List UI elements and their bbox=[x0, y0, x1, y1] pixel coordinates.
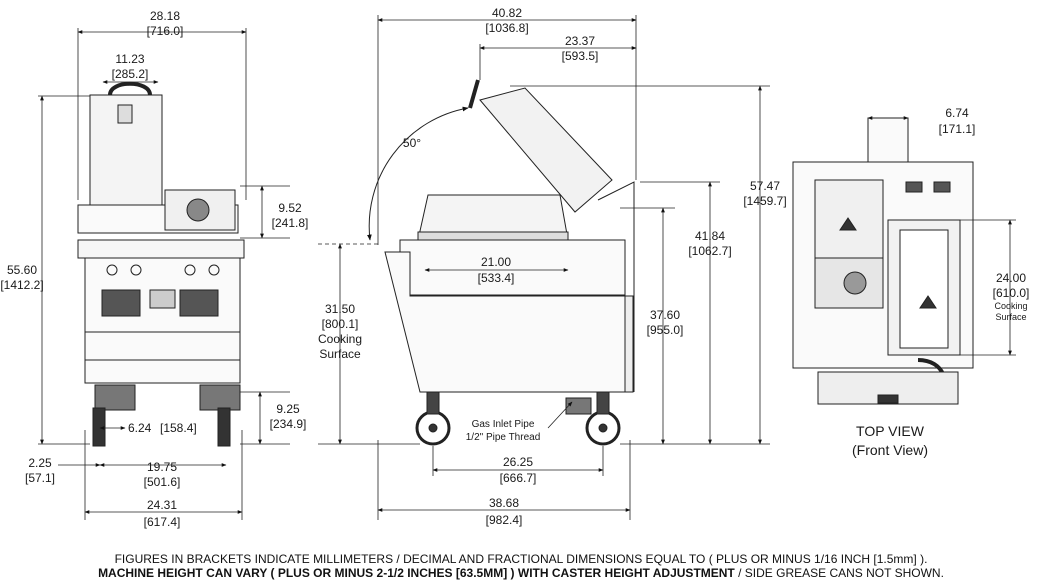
side-view bbox=[366, 79, 635, 446]
top-warning-icon bbox=[839, 217, 857, 231]
top-offset-mm: [171.1] bbox=[939, 122, 976, 136]
front-hood-width: 11.23 bbox=[115, 52, 144, 66]
front-knob-icon bbox=[184, 264, 196, 276]
front-knob-icon bbox=[130, 264, 142, 276]
side-dimension-labels: 40.82 [1036.8] 23.37 [593.5] 50° 21.00 [… bbox=[318, 6, 787, 527]
front-dimension-labels: 28.18 [716.0] 11.23 [285.2] 55.60 [1412.… bbox=[0, 9, 308, 529]
front-overall-height-mm: [1412.2] bbox=[0, 278, 43, 292]
top-cooking-label-1: Cooking bbox=[994, 301, 1027, 311]
top-view-title: TOP VIEW bbox=[856, 423, 925, 439]
side-cabinet-height-mm: [955.0] bbox=[647, 323, 684, 337]
top-offset: 6.74 bbox=[945, 106, 969, 120]
top-view bbox=[792, 117, 974, 405]
side-overall-height-mm: [1459.7] bbox=[743, 194, 786, 208]
side-base-depth: 38.68 bbox=[489, 496, 519, 510]
side-gas-label-1: Gas Inlet Pipe bbox=[472, 419, 535, 430]
side-overall-depth-mm: [1036.8] bbox=[485, 21, 528, 35]
front-overall-width: 28.18 bbox=[150, 9, 180, 23]
front-base-height-mm: [234.9] bbox=[270, 417, 307, 431]
front-base-width: 24.31 bbox=[147, 498, 177, 512]
front-caster-offset: 6.24 bbox=[128, 421, 152, 435]
front-caster-edge-mm: [57.1] bbox=[25, 471, 55, 485]
front-control-panel bbox=[84, 257, 241, 384]
footer-note-2: MACHINE HEIGHT CAN VARY ( PLUS OR MINUS … bbox=[0, 566, 1042, 580]
front-knob-icon bbox=[208, 264, 220, 276]
footer-note-1: FIGURES IN BRACKETS INDICATE MILLIMETERS… bbox=[114, 552, 928, 566]
side-angle-label: 50° bbox=[403, 136, 421, 150]
side-cooking-label-1: Cooking bbox=[318, 332, 362, 346]
front-caster-span: 19.75 bbox=[147, 460, 177, 474]
side-angle-arc bbox=[366, 106, 469, 241]
front-base-width-mm: [617.4] bbox=[144, 515, 181, 529]
front-hood-width-mm: [285.2] bbox=[112, 67, 149, 81]
side-platen-width: 21.00 bbox=[481, 255, 511, 269]
front-base-height: 9.25 bbox=[276, 402, 300, 416]
side-hood-height: 41.84 bbox=[695, 229, 725, 243]
top-handle-icon bbox=[843, 271, 867, 295]
side-cooking-label-2: Surface bbox=[319, 347, 361, 361]
top-warning-icon bbox=[919, 295, 937, 309]
side-raised-hood bbox=[479, 87, 613, 213]
side-wheel-span-mm: [666.7] bbox=[500, 471, 537, 485]
front-caster-icon bbox=[217, 407, 231, 447]
front-view bbox=[77, 81, 245, 447]
side-cooking-surface-mm: [800.1] bbox=[322, 317, 359, 331]
front-caster-offset-mm: [158.4] bbox=[160, 421, 197, 435]
front-knob-height: 9.52 bbox=[278, 201, 302, 215]
top-surface-depth-mm: [610.0] bbox=[993, 286, 1030, 300]
side-hood-height-mm: [1062.7] bbox=[688, 244, 731, 258]
front-handle-knob-icon bbox=[186, 198, 210, 222]
front-caster-span-mm: [501.6] bbox=[144, 475, 181, 489]
top-dimension-labels: 6.74 [171.1] 24.00 [610.0] Cooking Surfa… bbox=[852, 106, 1029, 458]
top-cooking-label-2: Surface bbox=[995, 312, 1026, 322]
top-surface-depth: 24.00 bbox=[996, 271, 1026, 285]
side-overall-depth: 40.82 bbox=[492, 6, 522, 20]
side-cooking-surface: 31.50 bbox=[325, 302, 355, 316]
side-base-depth-mm: [982.4] bbox=[486, 513, 523, 527]
side-overall-height: 57.47 bbox=[750, 179, 780, 193]
dimension-drawing: 28.18 [716.0] 11.23 [285.2] 55.60 [1412.… bbox=[0, 6, 1029, 529]
footer-note-2-bold: MACHINE HEIGHT CAN VARY ( PLUS OR MINUS … bbox=[98, 566, 735, 580]
top-view-subtitle: (Front View) bbox=[852, 442, 928, 458]
side-wheel-span: 26.25 bbox=[503, 455, 533, 469]
front-overall-height: 55.60 bbox=[7, 263, 37, 277]
side-platen-width-mm: [533.4] bbox=[478, 271, 515, 285]
side-hood-depth-mm: [593.5] bbox=[562, 49, 599, 63]
side-gas-label-2: 1/2" Pipe Thread bbox=[466, 432, 541, 443]
front-overall-width-mm: [716.0] bbox=[147, 24, 184, 38]
front-caster-icon bbox=[92, 407, 106, 447]
footer-note-2-rest: / SIDE GREASE CANS NOT SHOWN. bbox=[734, 566, 944, 580]
front-knob-height-mm: [241.8] bbox=[272, 216, 309, 230]
side-hood-depth: 23.37 bbox=[565, 34, 595, 48]
front-knob-icon bbox=[106, 264, 118, 276]
side-cabinet-height: 37.60 bbox=[650, 308, 680, 322]
front-caster-edge: 2.25 bbox=[28, 456, 52, 470]
